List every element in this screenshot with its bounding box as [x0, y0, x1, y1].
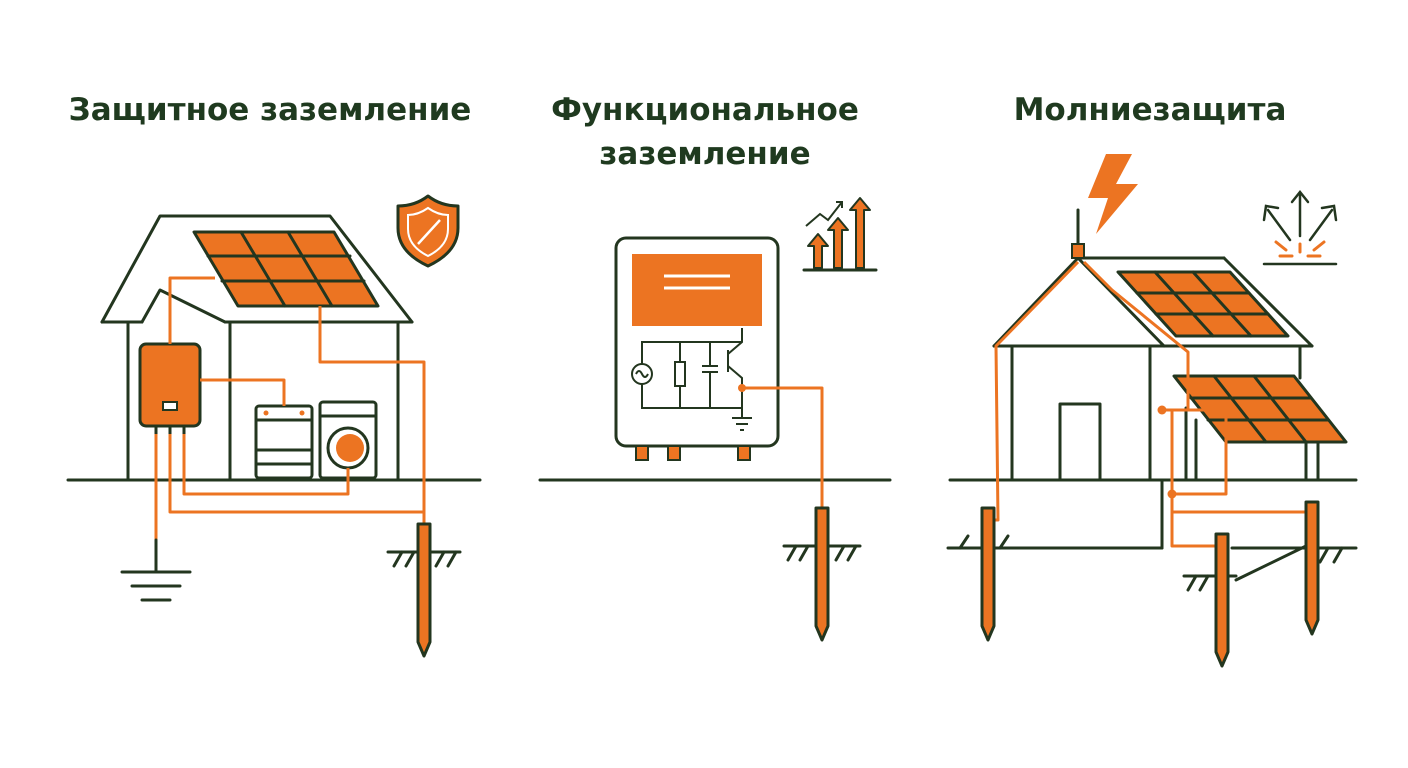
panel-lightning-protection — [946, 154, 1358, 668]
stove — [254, 404, 314, 480]
burst-sparks — [1274, 240, 1326, 258]
grounding-wires — [154, 276, 426, 540]
ground-symbol-icon — [120, 538, 192, 602]
inverter — [138, 342, 202, 436]
ground-rod-middle — [1182, 532, 1238, 668]
lightning-bolt-icon — [1088, 154, 1138, 234]
rising-arrows-icon — [802, 197, 878, 272]
solar-panel-carport — [1172, 374, 1348, 482]
solar-panel-roof — [1116, 270, 1290, 338]
panel-title-functional-grounding: Функциональное заземление — [551, 92, 859, 172]
lightning-rod — [1071, 208, 1085, 260]
panel-title-protective-grounding: Защитное заземление — [68, 92, 472, 128]
inverter-device — [614, 236, 780, 461]
ground-rod — [782, 506, 862, 642]
panel-title-lightning-protection: Молниезащита — [1013, 92, 1287, 128]
panel-functional-grounding — [538, 197, 892, 642]
circuit-schematic — [631, 328, 752, 431]
shield-icon — [396, 194, 460, 268]
house — [992, 256, 1314, 482]
grounding-wire — [742, 386, 824, 508]
wire-node — [738, 384, 746, 392]
ground-rod-right — [1234, 500, 1344, 636]
ground-rod-left — [958, 506, 1010, 642]
ground-rod — [386, 522, 462, 658]
washing-machine — [318, 400, 378, 480]
burst-arrows-icon — [1262, 189, 1338, 266]
panel-protective-grounding — [66, 194, 482, 658]
solar-panel — [192, 230, 380, 308]
